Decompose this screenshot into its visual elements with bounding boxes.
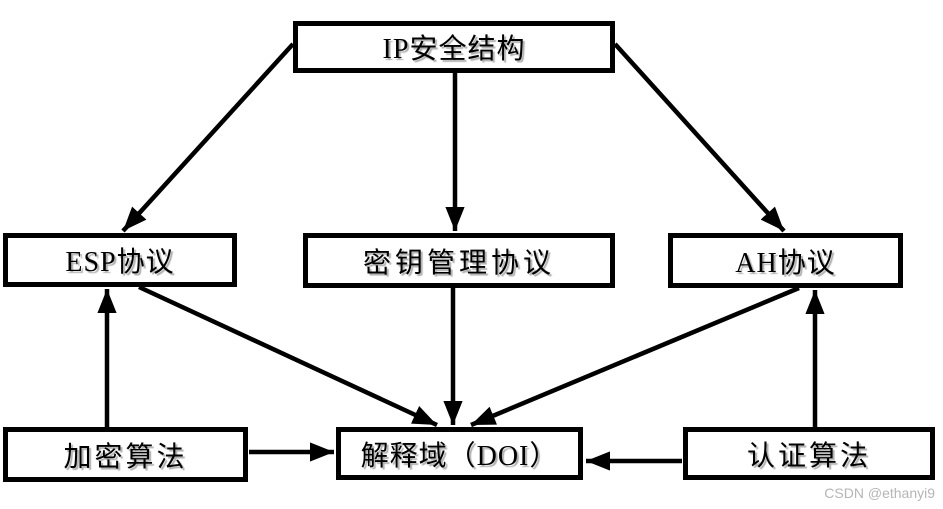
node-esp-protocol: ESP协议 xyxy=(3,233,237,287)
csdn-watermark: CSDN @ethanyi9 xyxy=(824,485,935,501)
node-label: AH协议 xyxy=(735,247,836,279)
node-ah-protocol: AH协议 xyxy=(668,233,903,288)
node-label: 认证算法 xyxy=(746,440,871,472)
node-ip-security-architecture: IP安全结构 xyxy=(293,21,615,73)
node-label: IP安全结构 xyxy=(382,34,526,65)
edge-esp-to-doi xyxy=(138,284,438,428)
node-label: 解释域（DOI） xyxy=(360,440,559,472)
node-key-management-protocol: 密钥管理协议 xyxy=(303,233,615,288)
node-authentication-algorithm: 认证算法 xyxy=(683,427,935,480)
node-encryption-algorithm: 加密算法 xyxy=(3,427,248,482)
edge-ip-to-ah xyxy=(613,42,786,233)
node-label: 加密算法 xyxy=(63,441,188,473)
node-domain-of-interpretation: 解释域（DOI） xyxy=(336,427,583,480)
edge-ip-to-esp xyxy=(121,42,295,233)
node-label: ESP协议 xyxy=(65,247,175,278)
edge-ah-to-doi xyxy=(470,285,800,428)
node-label: 密钥管理协议 xyxy=(362,247,555,279)
